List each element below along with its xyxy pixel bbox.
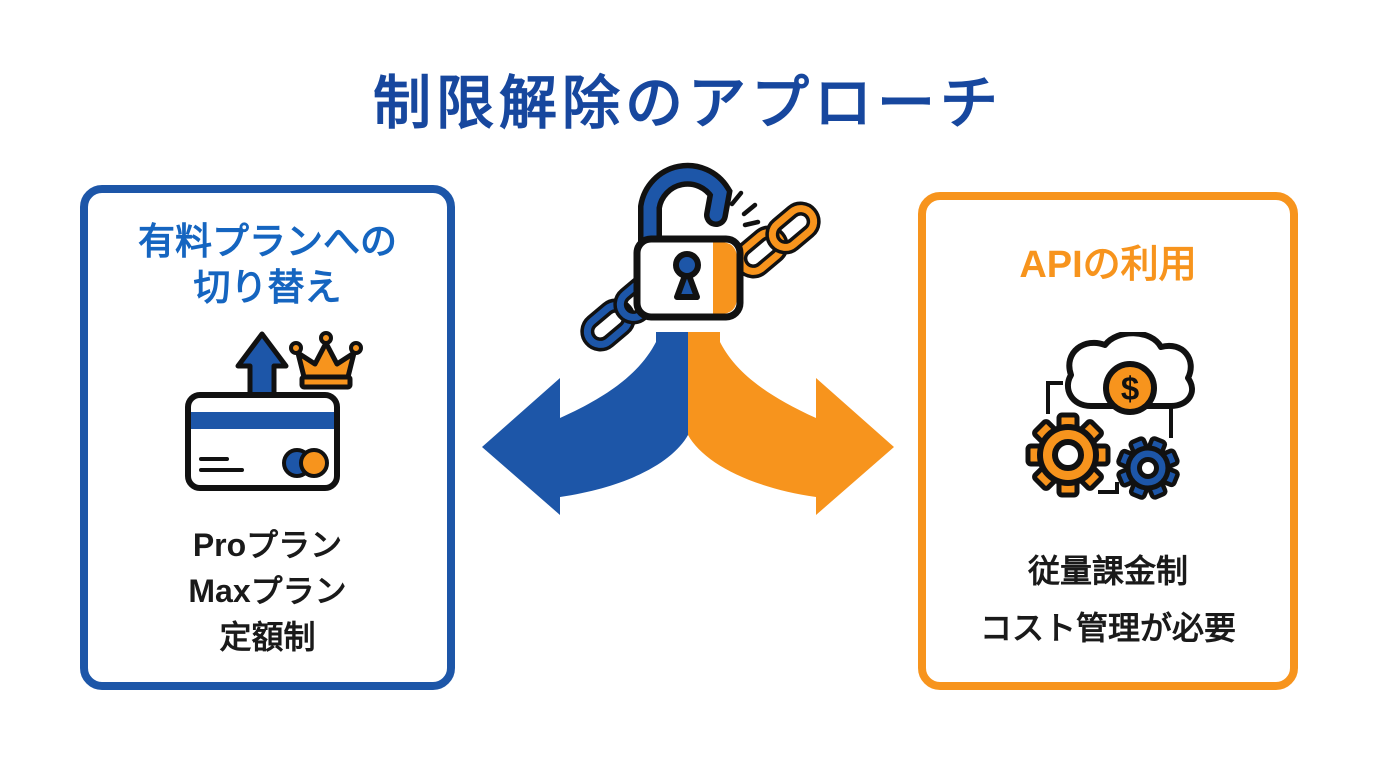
left-arrow-icon <box>482 332 688 515</box>
gear-large-icon <box>1025 412 1111 498</box>
paid-plan-items: Proプラン Maxプラン 定額制 <box>80 522 455 660</box>
svg-text:$: $ <box>1121 370 1139 407</box>
right-arrow-icon <box>688 332 894 515</box>
list-item: Proプラン <box>192 527 343 563</box>
shackle <box>638 162 733 259</box>
unlocked-padlock-broken-chains-icon <box>580 162 821 352</box>
upgrade-arrow-icon <box>235 331 289 405</box>
list-item: 定額制 <box>219 619 316 655</box>
paid-plan-heading-line1: 有料プランへの <box>138 221 397 262</box>
api-item: 従量課金制 <box>1027 553 1188 589</box>
keyhole-icon <box>673 251 701 300</box>
paid-plan-heading: 有料プランへの 切り替え <box>80 219 455 311</box>
connector-lines <box>1046 381 1173 494</box>
crown-icon <box>289 331 363 390</box>
api-item: コスト管理が必要 <box>979 610 1236 646</box>
paid-plan-heading-line2: 切り替え <box>193 267 342 308</box>
page-title: 制限解除のアプローチ <box>372 71 1003 136</box>
credit-card-icon <box>185 392 340 491</box>
split-arrows <box>482 332 894 515</box>
chain-right-icon <box>733 201 821 279</box>
gear-small-icon <box>1116 436 1180 500</box>
break-sparks-icon <box>729 190 761 228</box>
list-item: Maxプラン <box>188 573 347 609</box>
credit-card-upgrade-crown-icon <box>185 331 363 491</box>
dollar-coin-icon: $ <box>1103 361 1157 415</box>
cloud-dollar-gears-icon: $ <box>1025 332 1195 500</box>
api-card <box>918 192 1298 690</box>
api-heading: APIの利用 <box>1019 244 1197 286</box>
